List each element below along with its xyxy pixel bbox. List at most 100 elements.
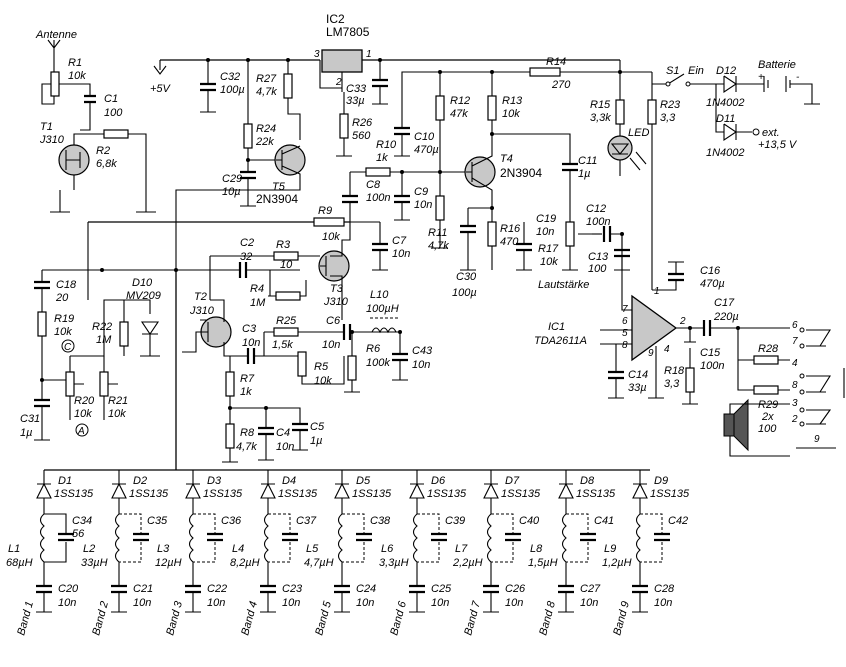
band-label: 10n — [207, 597, 225, 609]
value-r21: 10k — [108, 408, 126, 420]
band-label: D3 — [207, 475, 222, 487]
mark-a: A — [77, 426, 85, 437]
label-r15: R15 — [590, 99, 611, 111]
label-ic1: IC1 — [548, 321, 565, 333]
band-label: C36 — [221, 515, 242, 527]
band-label: C37 — [296, 515, 317, 527]
value-c31: 1µ — [20, 427, 32, 439]
value-c32: 100µ — [220, 84, 245, 96]
value-r19: 10k — [54, 326, 72, 338]
band-label: 10n — [431, 597, 449, 609]
value-d12: 1N4002 — [706, 97, 745, 109]
value-r25: 1,5k — [272, 339, 293, 351]
value-r17: 10k — [540, 256, 558, 268]
label-ext: ext. — [762, 127, 780, 139]
parallel-cap-5 — [356, 532, 372, 542]
value-r29: 2x — [761, 411, 774, 423]
value-r24: 22k — [255, 136, 274, 148]
ic1-pin1: 1 — [654, 286, 660, 297]
label-r12: R12 — [450, 95, 470, 107]
resistor-r4 — [275, 291, 301, 301]
label-r4: R4 — [250, 283, 264, 295]
resistor-r19 — [37, 311, 47, 337]
value-c12: 100n — [586, 216, 610, 228]
label-c6: C6 — [326, 315, 341, 327]
label-r24: R24 — [256, 123, 276, 135]
band-label: C20 — [58, 583, 79, 595]
band-label: 10n — [133, 597, 151, 609]
inductor-l5 — [337, 513, 343, 586]
label-c2: C2 — [240, 237, 254, 249]
band-label: 33µH — [81, 557, 108, 569]
ic2-regulator — [321, 49, 363, 73]
resistor-r25 — [273, 327, 299, 337]
potentiometer-r21 — [99, 371, 109, 397]
band-label: 1SS135 — [203, 488, 243, 500]
diode-5 — [334, 470, 350, 514]
band-label: L7 — [455, 543, 468, 555]
label-ic2: IC2 — [326, 12, 345, 26]
value-c13: 100 — [588, 263, 607, 275]
label-r19: R19 — [54, 313, 74, 325]
band-label: L6 — [381, 543, 394, 555]
label-c7: C7 — [392, 235, 407, 247]
potentiometer-r17 — [565, 221, 575, 247]
value-c17: 220µ — [713, 311, 739, 323]
band-label: 1SS135 — [278, 488, 318, 500]
band-label: 1SS135 — [427, 488, 467, 500]
value-r3: 10 — [280, 259, 293, 271]
value-r29-2: 100 — [758, 423, 777, 435]
resistor-r13 — [487, 95, 497, 121]
diode-1 — [36, 470, 52, 514]
resistor-r23 — [647, 99, 657, 125]
label-c33: C33 — [346, 83, 367, 95]
resistor-r12 — [435, 95, 445, 121]
label-c4: C4 — [276, 427, 290, 439]
label-c18: C18 — [56, 279, 77, 291]
bottom-cap-5 — [334, 584, 350, 594]
parallel-cap-7 — [505, 532, 521, 542]
label-r22: R22 — [92, 321, 112, 333]
resistor-r24 — [243, 123, 253, 149]
parallel-cap-wire-9 — [640, 513, 663, 563]
label-s1: S1 — [666, 65, 679, 77]
label-lautstarke: Lautstärke — [538, 279, 589, 291]
ic1-pin6: 6 — [622, 316, 628, 327]
label-c17: C17 — [714, 297, 735, 309]
band-label: C41 — [594, 515, 614, 527]
ic1-pin4: 4 — [664, 344, 670, 355]
value-t2: J310 — [189, 305, 215, 317]
label-c31: C31 — [20, 413, 40, 425]
parallel-cap-wire-3 — [193, 513, 216, 563]
value-l10: 100µH — [366, 303, 399, 315]
jack-pin7: 7 — [792, 336, 798, 347]
ic1-pin9: 9 — [648, 348, 654, 359]
diode-9 — [632, 470, 648, 514]
battery-plus: + — [758, 72, 764, 83]
label-t4: T4 — [500, 153, 513, 165]
label-plus5v: +5V — [150, 83, 172, 95]
label-r26: R26 — [352, 117, 373, 129]
potentiometer-r20 — [65, 371, 75, 397]
value-r8: 4,7k — [236, 441, 257, 453]
parallel-cap-9 — [654, 532, 670, 542]
label-l10: L10 — [370, 289, 389, 301]
resistor-r1 — [50, 71, 60, 97]
parallel-cap-wire-1 — [44, 513, 67, 563]
band-label: Band 9 — [611, 600, 632, 637]
band-label: 10n — [356, 597, 374, 609]
value-c2: 32 — [240, 251, 252, 263]
label-r2: R2 — [96, 145, 110, 157]
label-antenne: Antenne — [35, 29, 77, 41]
resistor-r10 — [365, 167, 391, 177]
diode-8 — [558, 470, 574, 514]
band-label: 68µH — [6, 557, 33, 569]
label-c32: C32 — [220, 71, 240, 83]
value-r5: 10k — [314, 375, 332, 387]
label-r28: R28 — [758, 343, 779, 355]
value-t5: 2N3904 — [256, 192, 298, 206]
band-label: Band 1 — [15, 600, 36, 637]
band-label: Band 2 — [90, 600, 111, 637]
label-c12: C12 — [586, 203, 606, 215]
label-r16: R16 — [500, 223, 521, 235]
